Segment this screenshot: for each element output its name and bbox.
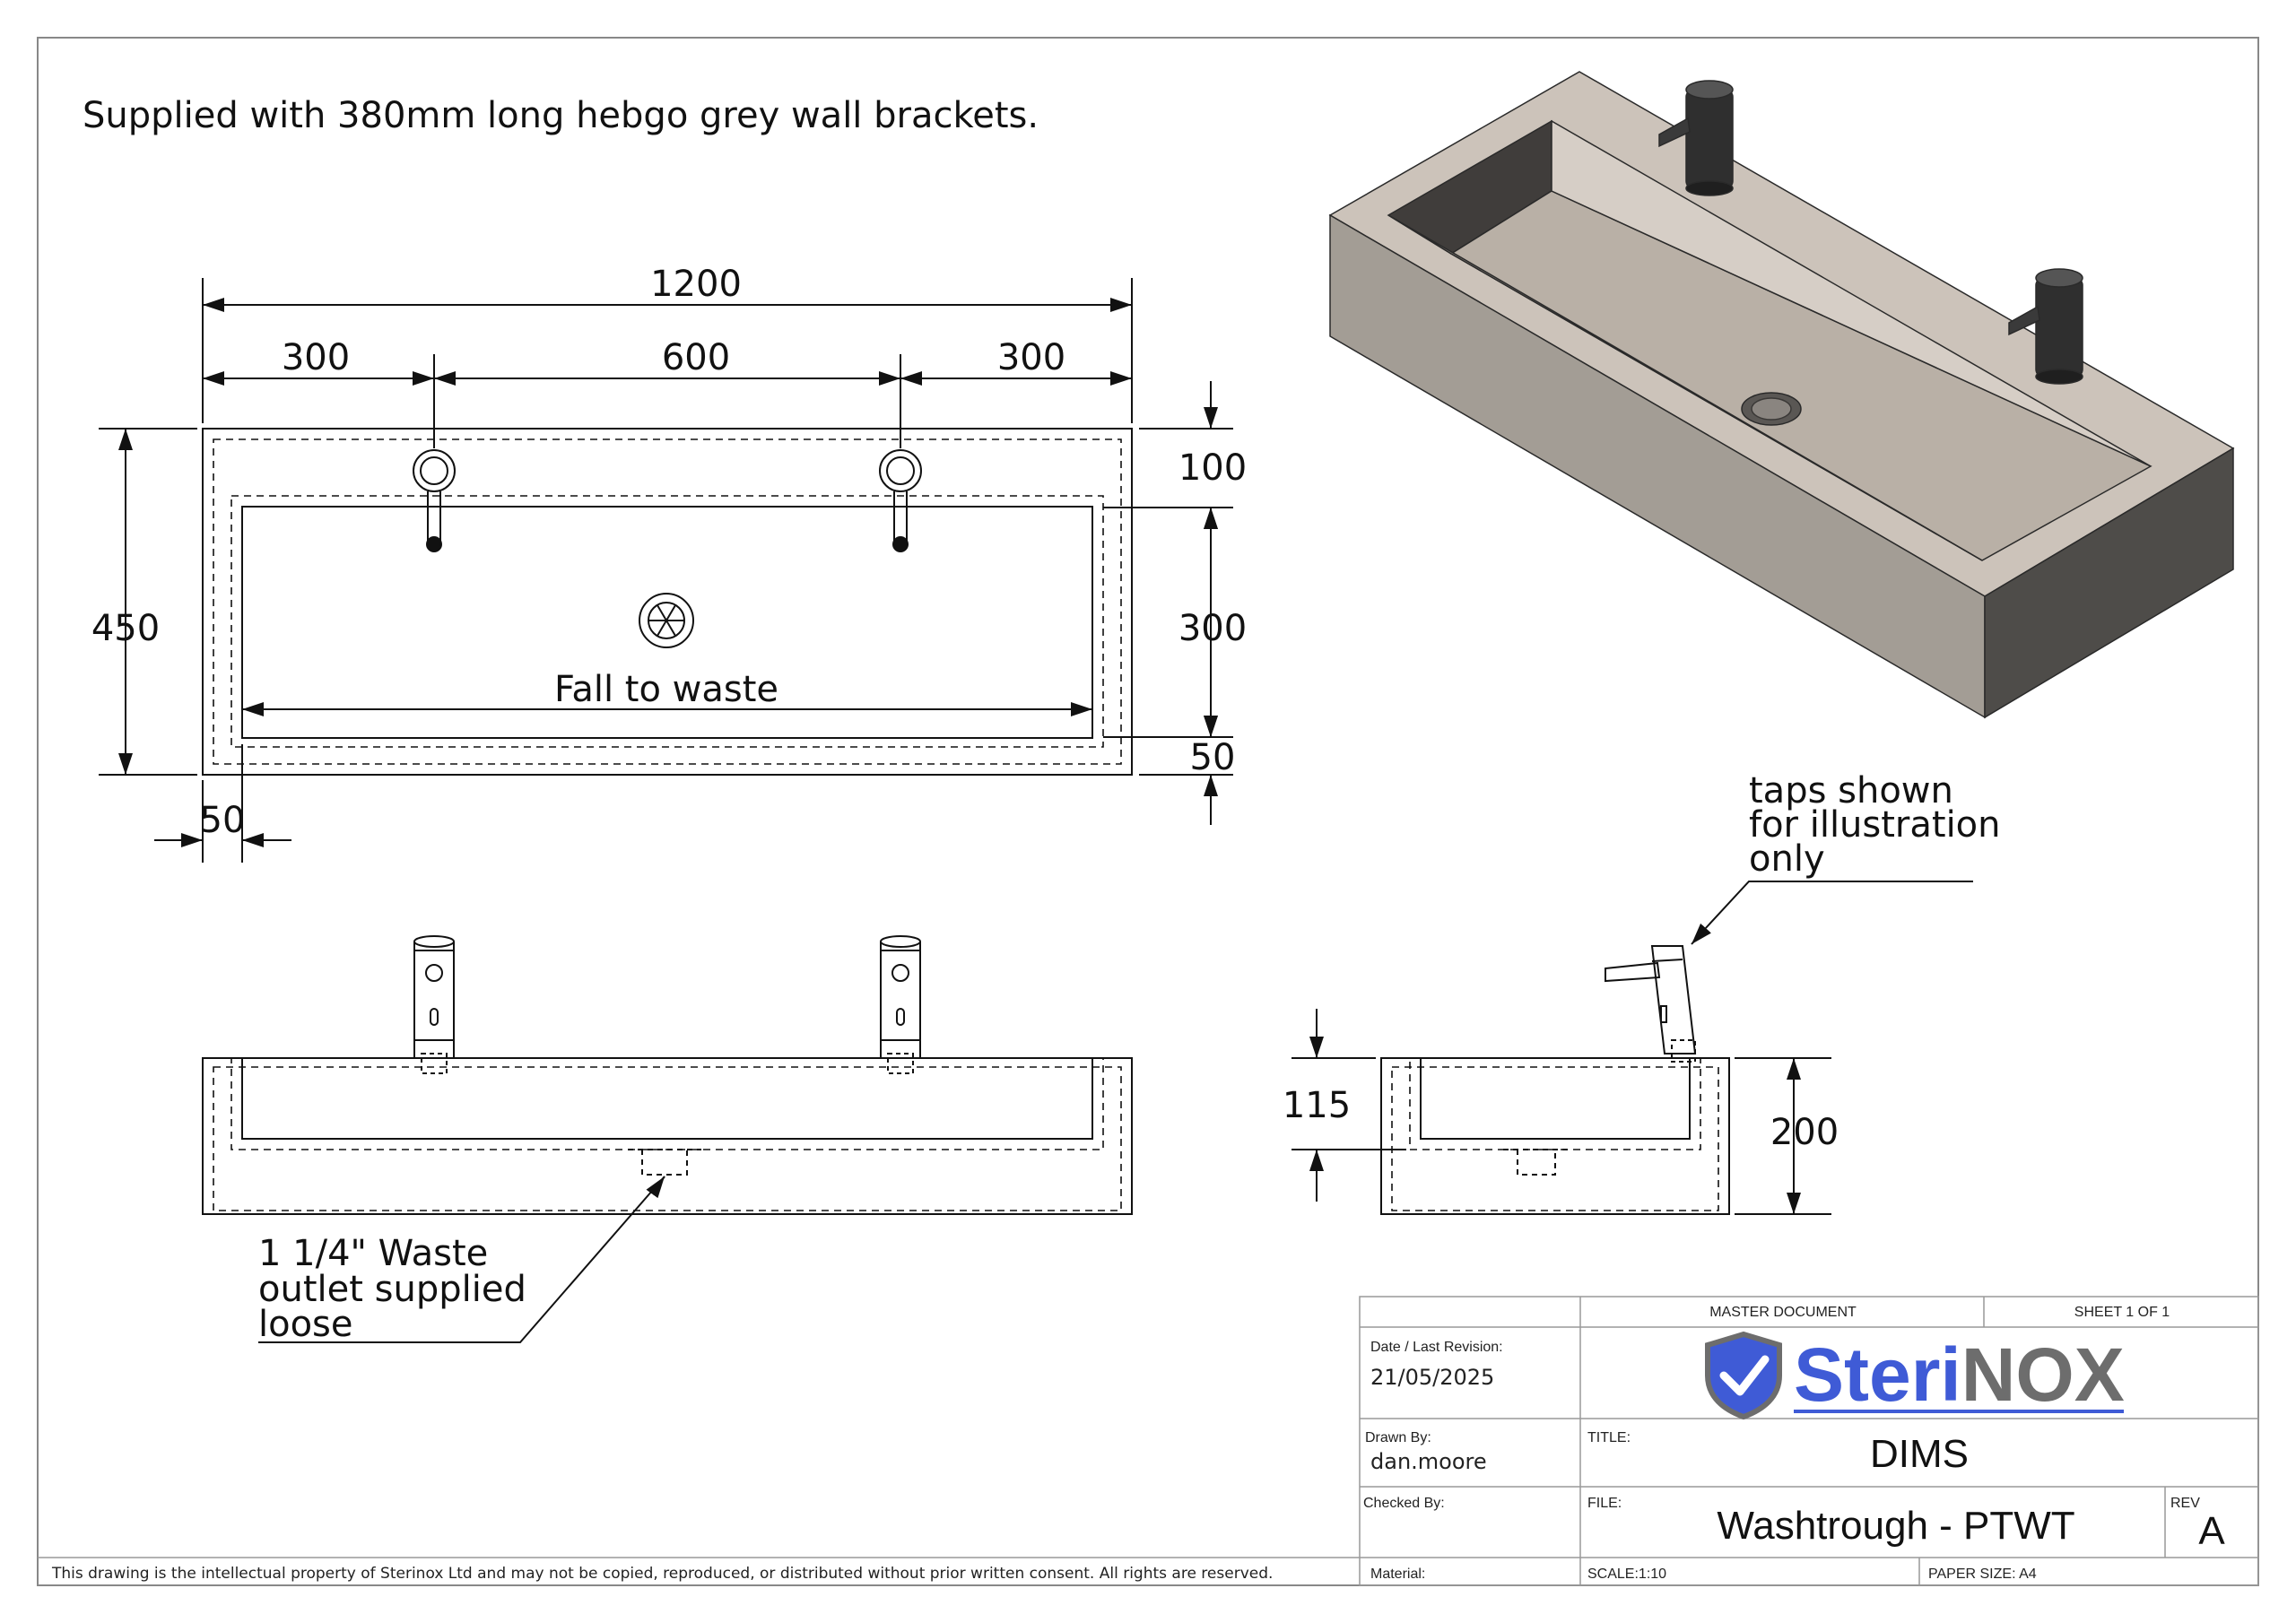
scale-label: SCALE:1:10 (1587, 1567, 1666, 1582)
front-tap-left (413, 935, 455, 1074)
svg-text:loose: loose (258, 1304, 353, 1345)
plan-view (99, 278, 1233, 863)
file-value: Washtrough - PTWT (1717, 1504, 2074, 1548)
iso-bowl-long-wall (1551, 119, 2152, 467)
date-value: 21/05/2025 (1370, 1365, 1494, 1390)
sheet-border (37, 37, 2259, 1586)
dim-overall-length: 1200 (650, 264, 742, 305)
svg-text:taps shown: taps shown (1749, 770, 1953, 812)
dim-side-edge: 50 (200, 800, 246, 841)
plan-dimension-labels: 1200 300 600 300 450 100 300 50 50 Fall … (91, 264, 1247, 841)
svg-text:SteriNOX: SteriNOX (1794, 1332, 2125, 1417)
front-tap-right (880, 935, 921, 1074)
sheet-label: SHEET 1 OF 1 (2074, 1305, 2170, 1320)
iso-bowl-front-wall (1387, 214, 1983, 561)
title-block (1359, 1296, 2259, 1586)
drawn-by-label: Drawn By: (1365, 1430, 1431, 1445)
waste-note: 1 1/4" Waste outlet supplied loose (258, 1233, 526, 1345)
side-dimension-labels: 115 200 (1283, 1085, 1839, 1153)
plan-waste (639, 593, 694, 648)
dim-back-edge: 100 (1178, 447, 1247, 489)
dim-bowl-height: 115 (1283, 1085, 1351, 1126)
dim-bowl-depth: 300 (1178, 608, 1247, 649)
title-label: TITLE: (1587, 1430, 1631, 1445)
side-elevation (1292, 881, 1973, 1215)
iso-tap-left-icon (1658, 80, 1734, 196)
shield-check-icon (1705, 1331, 1782, 1420)
dim-depth: 450 (91, 608, 160, 649)
title-value: DIMS (1870, 1432, 1969, 1476)
side-tap (1605, 945, 1697, 1063)
rev-label: REV (2170, 1496, 2200, 1511)
sterinox-logo: SteriNOX (1705, 1331, 2125, 1420)
file-label: FILE: (1587, 1496, 1622, 1511)
iso-side-face (1984, 447, 2234, 719)
taps-note: taps shown for illustration only (1749, 770, 2001, 880)
material-label: Material: (1370, 1567, 1425, 1582)
svg-text:only: only (1749, 838, 1825, 880)
plan-tap-right (879, 449, 922, 552)
plan-tap-left (413, 449, 456, 552)
brackets-note: Supplied with 380mm long hebgo grey wall… (83, 95, 1039, 136)
isometric-view (1328, 71, 2235, 719)
dim-overall-height: 200 (1770, 1112, 1839, 1153)
svg-text:outlet supplied: outlet supplied (258, 1269, 526, 1310)
fall-to-waste-label: Fall to waste (554, 669, 778, 710)
checked-by-label: Checked By: (1363, 1496, 1445, 1511)
iso-tap-right-icon (2008, 268, 2083, 385)
rev-value: A (2198, 1509, 2225, 1553)
copyright-note: This drawing is the intellectual propert… (51, 1565, 1273, 1583)
dim-left-offset: 300 (282, 337, 350, 378)
front-elevation (202, 935, 1133, 1343)
drawn-by-value: dan.moore (1370, 1449, 1487, 1474)
dim-front-edge: 50 (1190, 737, 1236, 778)
title-block-text: MASTER DOCUMENT SHEET 1 OF 1 Date / Last… (1363, 1305, 2225, 1582)
dim-tap-spacing: 600 (662, 337, 730, 378)
date-label: Date / Last Revision: (1370, 1340, 1503, 1355)
svg-text:1 1/4" Waste: 1 1/4" Waste (258, 1233, 488, 1274)
dim-right-offset: 300 (997, 337, 1065, 378)
master-document-label: MASTER DOCUMENT (1709, 1305, 1857, 1320)
svg-text:for illustration: for illustration (1749, 804, 2001, 846)
paper-size-label: PAPER SIZE: A4 (1928, 1567, 2037, 1582)
